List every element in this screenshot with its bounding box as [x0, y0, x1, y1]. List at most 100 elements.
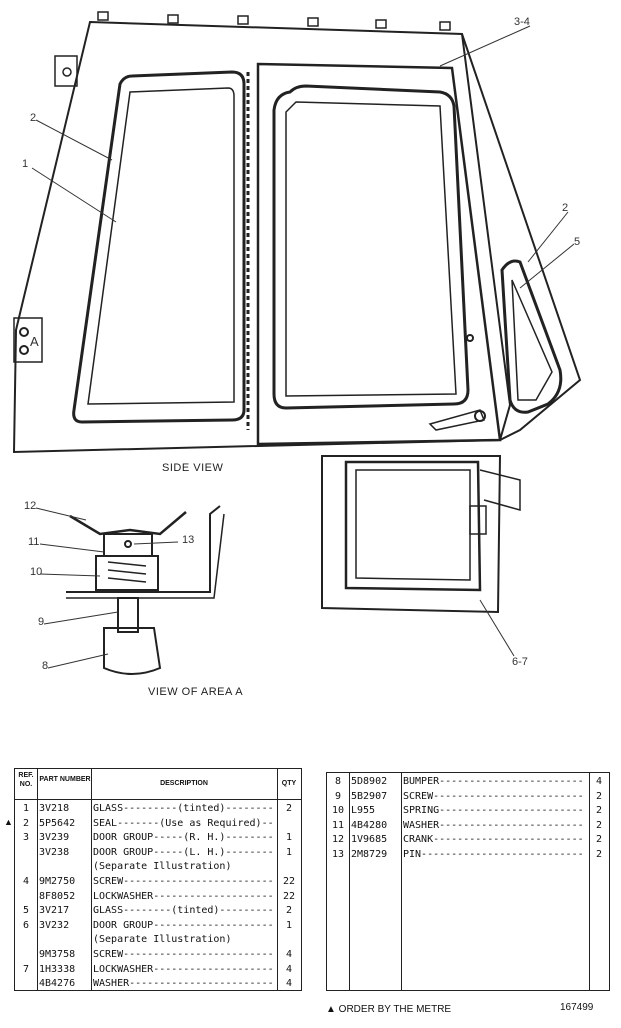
qty-cell: 1	[285, 832, 293, 844]
table-row: 8F8052 LOCKWASHER-------------------- 22	[15, 890, 301, 904]
qty-cell: 2	[285, 803, 293, 814]
ref-cell: 7	[22, 963, 30, 975]
table-row: 12 1V9685 CRANK------------------------- 2	[327, 833, 609, 847]
description-cell: SCREW--------------------------	[93, 876, 275, 887]
description-cell: SPRING------------------------	[403, 805, 584, 817]
part-number-cell: 1V9685	[351, 834, 388, 846]
part-number-cell: 8F8052	[39, 890, 76, 902]
part-number-cell: 5P5642	[39, 817, 76, 829]
ref-cell: 9	[334, 790, 342, 802]
qty-cell: 22	[282, 890, 296, 902]
table-row: 9 5B2907 SCREW------------------------- 2	[327, 790, 609, 804]
part-number-cell: 3V238	[39, 846, 70, 858]
part-number-cell: 1H3338	[39, 963, 76, 975]
callout-11: 11	[28, 536, 40, 548]
ref-cell: 10	[331, 805, 345, 817]
header-description: DESCRIPTION	[160, 780, 208, 787]
callout-13: 13	[182, 534, 195, 546]
ref-cell: 13	[331, 849, 345, 860]
parts-table-1: REF. NO. PART NUMBER DESCRIPTION QTY 1 3V…	[14, 768, 302, 991]
description-cell: SEAL-------(Use as Required)-----	[93, 817, 275, 829]
qty-cell: 2	[595, 819, 603, 831]
side-view-caption: SIDE VIEW	[162, 462, 224, 474]
order-note: ▲ ORDER BY THE METRE	[326, 1004, 452, 1015]
qty-cell: 4	[595, 776, 603, 787]
view-area-a-caption: VIEW OF AREA A	[148, 686, 244, 698]
qty-cell: 4	[285, 978, 293, 990]
table-row: 2 5P5642 SEAL-------(Use as Required)-----	[15, 817, 301, 831]
part-number-cell: 5B2907	[351, 790, 388, 802]
qty-cell: 4	[285, 963, 293, 975]
table-row: 4B4276 WASHER------------------------ 4	[15, 977, 301, 991]
header-part-number: PART NUMBER	[39, 776, 91, 783]
description-cell: DOOR GROUP-----(L. H.)--------	[93, 846, 274, 858]
header-ref-no: REF. NO.	[18, 772, 34, 788]
metre-marker: ▲	[4, 817, 13, 827]
description-cell: WASHER------------------------	[93, 978, 274, 990]
description-cell: LOCKWASHER--------------------	[93, 963, 274, 975]
table-row: (Separate Illustration)	[15, 933, 301, 947]
part-number-cell: 9M3758	[39, 949, 76, 960]
description-cell: GLASS--------(tinted)---------	[93, 905, 274, 917]
description-cell: SCREW-------------------------	[403, 790, 584, 802]
description-cell: CRANK-------------------------	[403, 834, 584, 846]
side-view-drawing	[12, 11, 582, 675]
callout-10: 10	[30, 566, 43, 578]
table-row: 8 5D8902 BUMPER------------------------ 4	[327, 775, 609, 789]
description-cell: DOOR GROUP-----(R. H.)--------	[93, 832, 274, 844]
qty-cell: 4	[285, 949, 293, 960]
ref-cell: 1	[22, 803, 30, 814]
qty-cell: 1	[285, 846, 293, 858]
qty-cell: 22	[282, 876, 296, 887]
description-cell: DOOR GROUP--------------------	[93, 919, 274, 931]
callout-12: 12	[24, 500, 37, 512]
qty-cell: 2	[595, 849, 603, 860]
part-number-cell: 3V218	[39, 803, 70, 814]
callout-5: 5	[574, 236, 581, 248]
table-row: (Separate Illustration)	[15, 860, 301, 874]
ref-cell: 6	[22, 919, 30, 931]
description-cell: LOCKWASHER--------------------	[93, 890, 274, 902]
qty-cell: 2	[595, 790, 603, 802]
ref-cell: 4	[22, 876, 30, 887]
qty-cell: 2	[285, 905, 293, 917]
callout-2-right: 2	[562, 202, 569, 214]
ref-cell: 11	[331, 819, 345, 831]
part-number-cell: 3V232	[39, 919, 70, 931]
callout-8: 8	[42, 660, 49, 672]
ref-cell: 3	[22, 832, 30, 844]
part-number-cell: 4B4276	[39, 978, 76, 990]
qty-cell: 2	[595, 834, 603, 846]
table-header: REF. NO. PART NUMBER DESCRIPTION QTY	[15, 769, 301, 800]
part-number-cell: 5D8902	[351, 776, 388, 787]
table-row: 5 3V217 GLASS--------(tinted)--------- 2	[15, 904, 301, 918]
ref-cell: 5	[22, 905, 30, 917]
callout-3-4: 3-4	[514, 16, 530, 28]
description-cell: BUMPER------------------------	[403, 776, 584, 787]
table-row: 11 4B4280 WASHER------------------------ 2	[327, 819, 609, 833]
description-cell: (Separate Illustration)	[93, 861, 232, 873]
part-number-cell: 4B4280	[351, 819, 388, 831]
qty-cell: 1	[285, 919, 293, 931]
part-number-cell: L955	[351, 805, 376, 817]
part-number-cell: 9M2750	[39, 876, 76, 887]
table-row: 4 9M2750 SCREW-------------------------- 22	[15, 875, 301, 889]
callout-area-a: A	[30, 334, 39, 349]
description-cell: GLASS---------(tinted)--------	[93, 803, 274, 814]
ref-cell: 2	[22, 817, 30, 829]
callout-2-left: 2	[30, 112, 37, 124]
part-number-cell: 3V239	[39, 832, 70, 844]
table-row: 7 1H3338 LOCKWASHER-------------------- 4	[15, 963, 301, 977]
part-number-cell: 2M8729	[351, 849, 388, 860]
part-number-cell: 3V217	[39, 905, 70, 917]
description-cell: (Separate Illustration)	[93, 934, 232, 946]
illustration-code: 167499	[560, 1002, 594, 1013]
ref-cell: 12	[331, 834, 345, 846]
ref-cell: 8	[334, 776, 342, 787]
description-cell: WASHER------------------------	[403, 819, 584, 831]
callout-9: 9	[38, 616, 45, 628]
